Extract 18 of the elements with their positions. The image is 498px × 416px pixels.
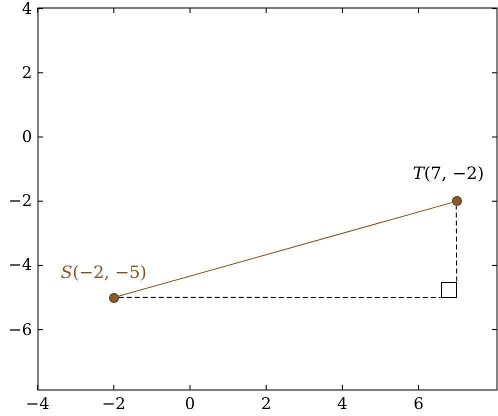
tick-label: −2 [8,192,32,210]
dashed-line [118,296,442,298]
point-label: S(−2, −5) [60,264,147,282]
tick-label: 6 [412,395,425,413]
tick-label: 0 [184,395,196,413]
tick-label: −4 [24,395,50,413]
tick-label: 4 [22,0,32,18]
right-angle-mark [440,282,457,298]
tick-label: 2 [22,64,32,82]
line-segment [118,202,452,297]
tick-label: −2 [101,395,127,413]
tick-label: −6 [8,320,32,339]
tick-label: 2 [260,395,272,413]
dashed-line [456,206,458,282]
tick-label: −4 [8,256,32,274]
point-label: T(7, −2) [412,165,484,184]
tick-label: 4 [336,395,348,413]
tick-label: 0 [22,128,32,146]
